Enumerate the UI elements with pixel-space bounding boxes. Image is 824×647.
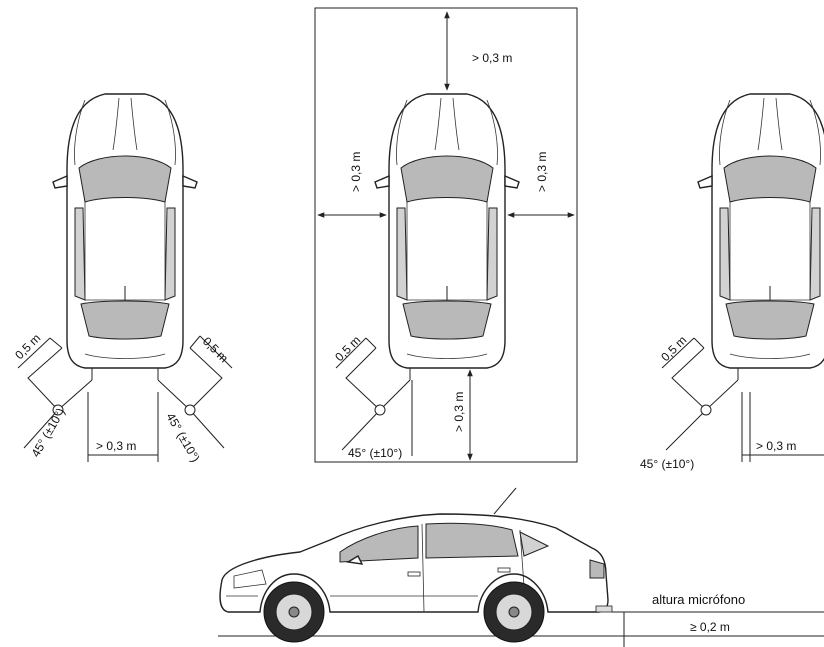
mic-height-dimension: altura micrófono ≥ 0,2 m <box>610 592 824 647</box>
mic-height-label: altura micrófono <box>652 592 745 607</box>
center-bottom-label: > 0,3 m <box>452 392 466 432</box>
right-mic-icon <box>700 404 712 416</box>
left-angle-b-label: 45° (±10°) <box>163 411 202 465</box>
side-view-car <box>218 487 613 643</box>
center-mic-icon <box>374 404 386 416</box>
left-mic-a-icon <box>52 404 64 416</box>
center-dist-label: 0,5 m <box>332 333 363 364</box>
center-mic-zone: 0,5 m 45° (±10°) <box>332 333 413 460</box>
center-test-area <box>314 7 578 463</box>
left-car-diagram: 0,5 m 45° (±10°) 0,5 m 45° (±10°) > 0,3 … <box>12 93 233 465</box>
right-angle-label: 45° (±10°) <box>640 457 694 471</box>
center-car-diagram: > 0,3 m > 0,3 m > 0,3 m > 0,3 m 0,5 m 45… <box>314 7 578 463</box>
center-left-label: > 0,3 m <box>349 152 363 192</box>
left-mic-b-icon <box>184 404 196 416</box>
right-car-diagram: 0,5 m 45° (±10°) > 0,3 m <box>640 93 824 471</box>
right-gap-label: > 0,3 m <box>756 439 796 453</box>
left-angle-a-label: 45° (±10°) <box>28 406 67 460</box>
right-dist-label: 0,5 m <box>658 333 689 364</box>
ground-gap-label: ≥ 0,2 m <box>690 620 730 634</box>
left-dist-a-label: 0,5 m <box>12 331 43 362</box>
center-angle-label: 45° (±10°) <box>348 446 402 460</box>
center-top-label: > 0,3 m <box>472 51 512 65</box>
left-gap-label: > 0,3 m <box>96 439 136 453</box>
left-dist-b-label: 0,5 m <box>200 334 231 365</box>
center-right-label: > 0,3 m <box>535 152 549 192</box>
